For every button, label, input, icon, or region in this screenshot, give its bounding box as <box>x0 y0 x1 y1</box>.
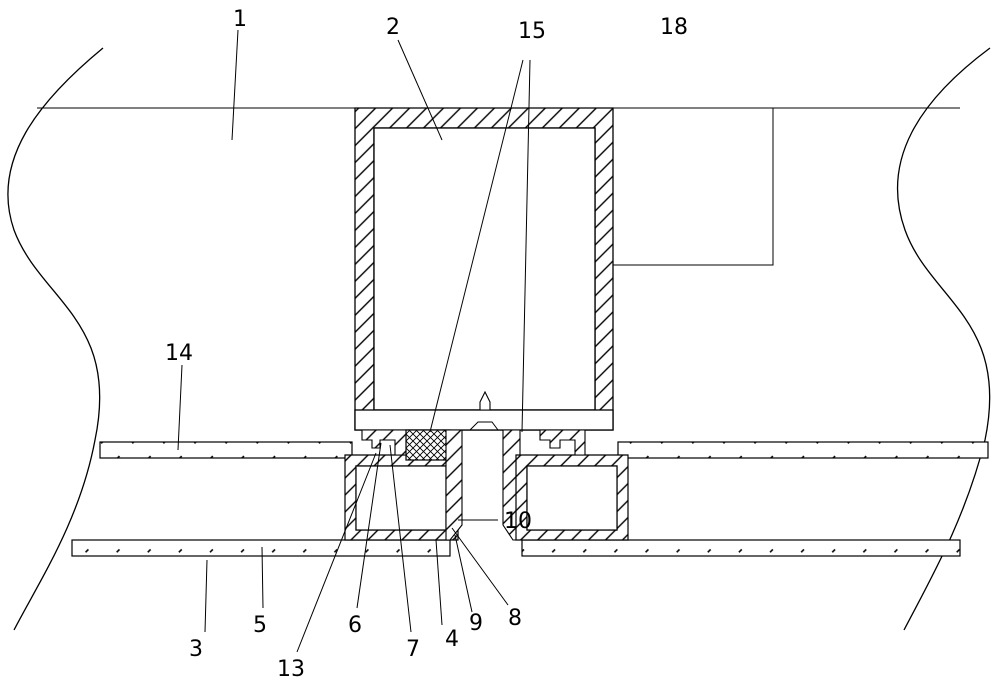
label-6: 6 <box>348 613 362 638</box>
panel-lower-right <box>522 540 960 556</box>
label-8: 8 <box>508 606 522 631</box>
label-13: 13 <box>277 657 305 680</box>
label-18: 18 <box>660 15 688 40</box>
seal-block <box>406 430 450 460</box>
label-15: 15 <box>518 19 546 44</box>
part-9-wall <box>446 430 462 540</box>
panel-14-left <box>100 442 352 458</box>
label-14: 14 <box>165 341 193 366</box>
part-2-cavity <box>374 128 595 410</box>
part-2-base <box>355 410 613 430</box>
label-7: 7 <box>406 637 420 662</box>
label-9: 9 <box>469 611 483 636</box>
label-1: 1 <box>233 7 247 32</box>
label-2: 2 <box>386 15 400 40</box>
panel-upper-right <box>618 442 988 458</box>
label-10: 10 <box>504 509 532 534</box>
clip-left <box>362 430 410 455</box>
label-5: 5 <box>253 613 267 638</box>
label-4: 4 <box>445 627 459 652</box>
clip-right <box>540 430 585 455</box>
label-3: 3 <box>189 637 203 662</box>
panel-5-left <box>72 540 450 556</box>
part-18-outline <box>613 108 773 265</box>
